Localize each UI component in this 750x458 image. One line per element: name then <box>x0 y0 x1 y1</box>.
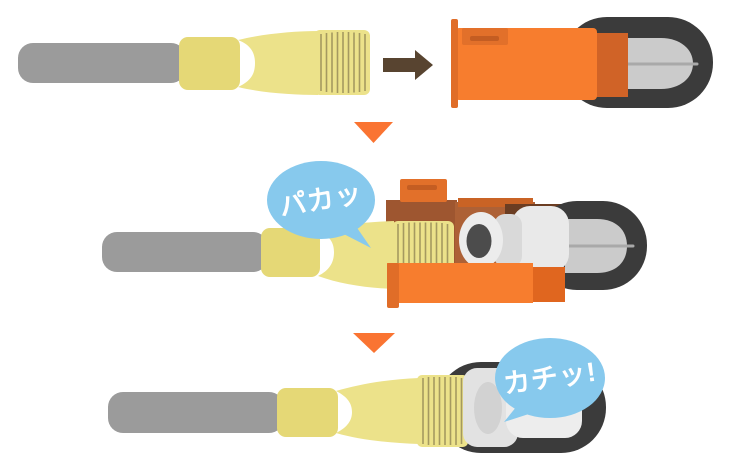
step2-housing-open-top-strip <box>458 198 533 207</box>
step1-sleeve <box>179 37 240 90</box>
step2-housing-skirt <box>387 263 533 303</box>
step2-open-and-insert: パカッ <box>102 161 647 308</box>
step1-thread-barrel <box>314 30 370 95</box>
step1-flare <box>238 31 318 95</box>
step3-coupling-inner <box>474 382 502 434</box>
step3-sleeve <box>277 388 338 437</box>
step2-receptacle-hole <box>466 224 492 258</box>
step2-cable <box>102 232 268 272</box>
step2-thread-lines <box>397 222 449 288</box>
step1-housing-body <box>455 28 597 100</box>
step2-receptacle-mid <box>494 214 522 267</box>
step1-plug-and-socket <box>18 17 713 108</box>
step3-cable <box>108 392 284 433</box>
speech-bubble-1 <box>267 161 375 239</box>
step3-flare <box>336 378 419 444</box>
step3-connected: カチッ! <box>108 338 606 453</box>
step1-socket-collar <box>595 33 628 97</box>
step2-housing-skirt-block <box>533 267 565 302</box>
step1-thread-lines <box>320 32 366 93</box>
step1-housing-tab-slot <box>470 36 499 41</box>
down-arrow-icon-2 <box>353 333 395 353</box>
step2-housing-tab <box>400 179 447 202</box>
step2-sleeve <box>261 228 320 277</box>
down-arrow-icon-1 <box>354 122 393 143</box>
right-arrow-icon <box>383 50 433 80</box>
step2-housing-tab-slot <box>407 185 437 190</box>
step1-housing-edge <box>451 19 458 108</box>
step2-receptacle-back <box>512 206 569 272</box>
step2-flare <box>318 221 394 289</box>
step2-housing-skirt-edge <box>387 263 399 308</box>
speech-bubble-2 <box>495 338 605 418</box>
step3-thread-barrel <box>417 375 468 447</box>
step3-thread-lines <box>422 377 463 445</box>
step1-cable <box>18 43 186 83</box>
